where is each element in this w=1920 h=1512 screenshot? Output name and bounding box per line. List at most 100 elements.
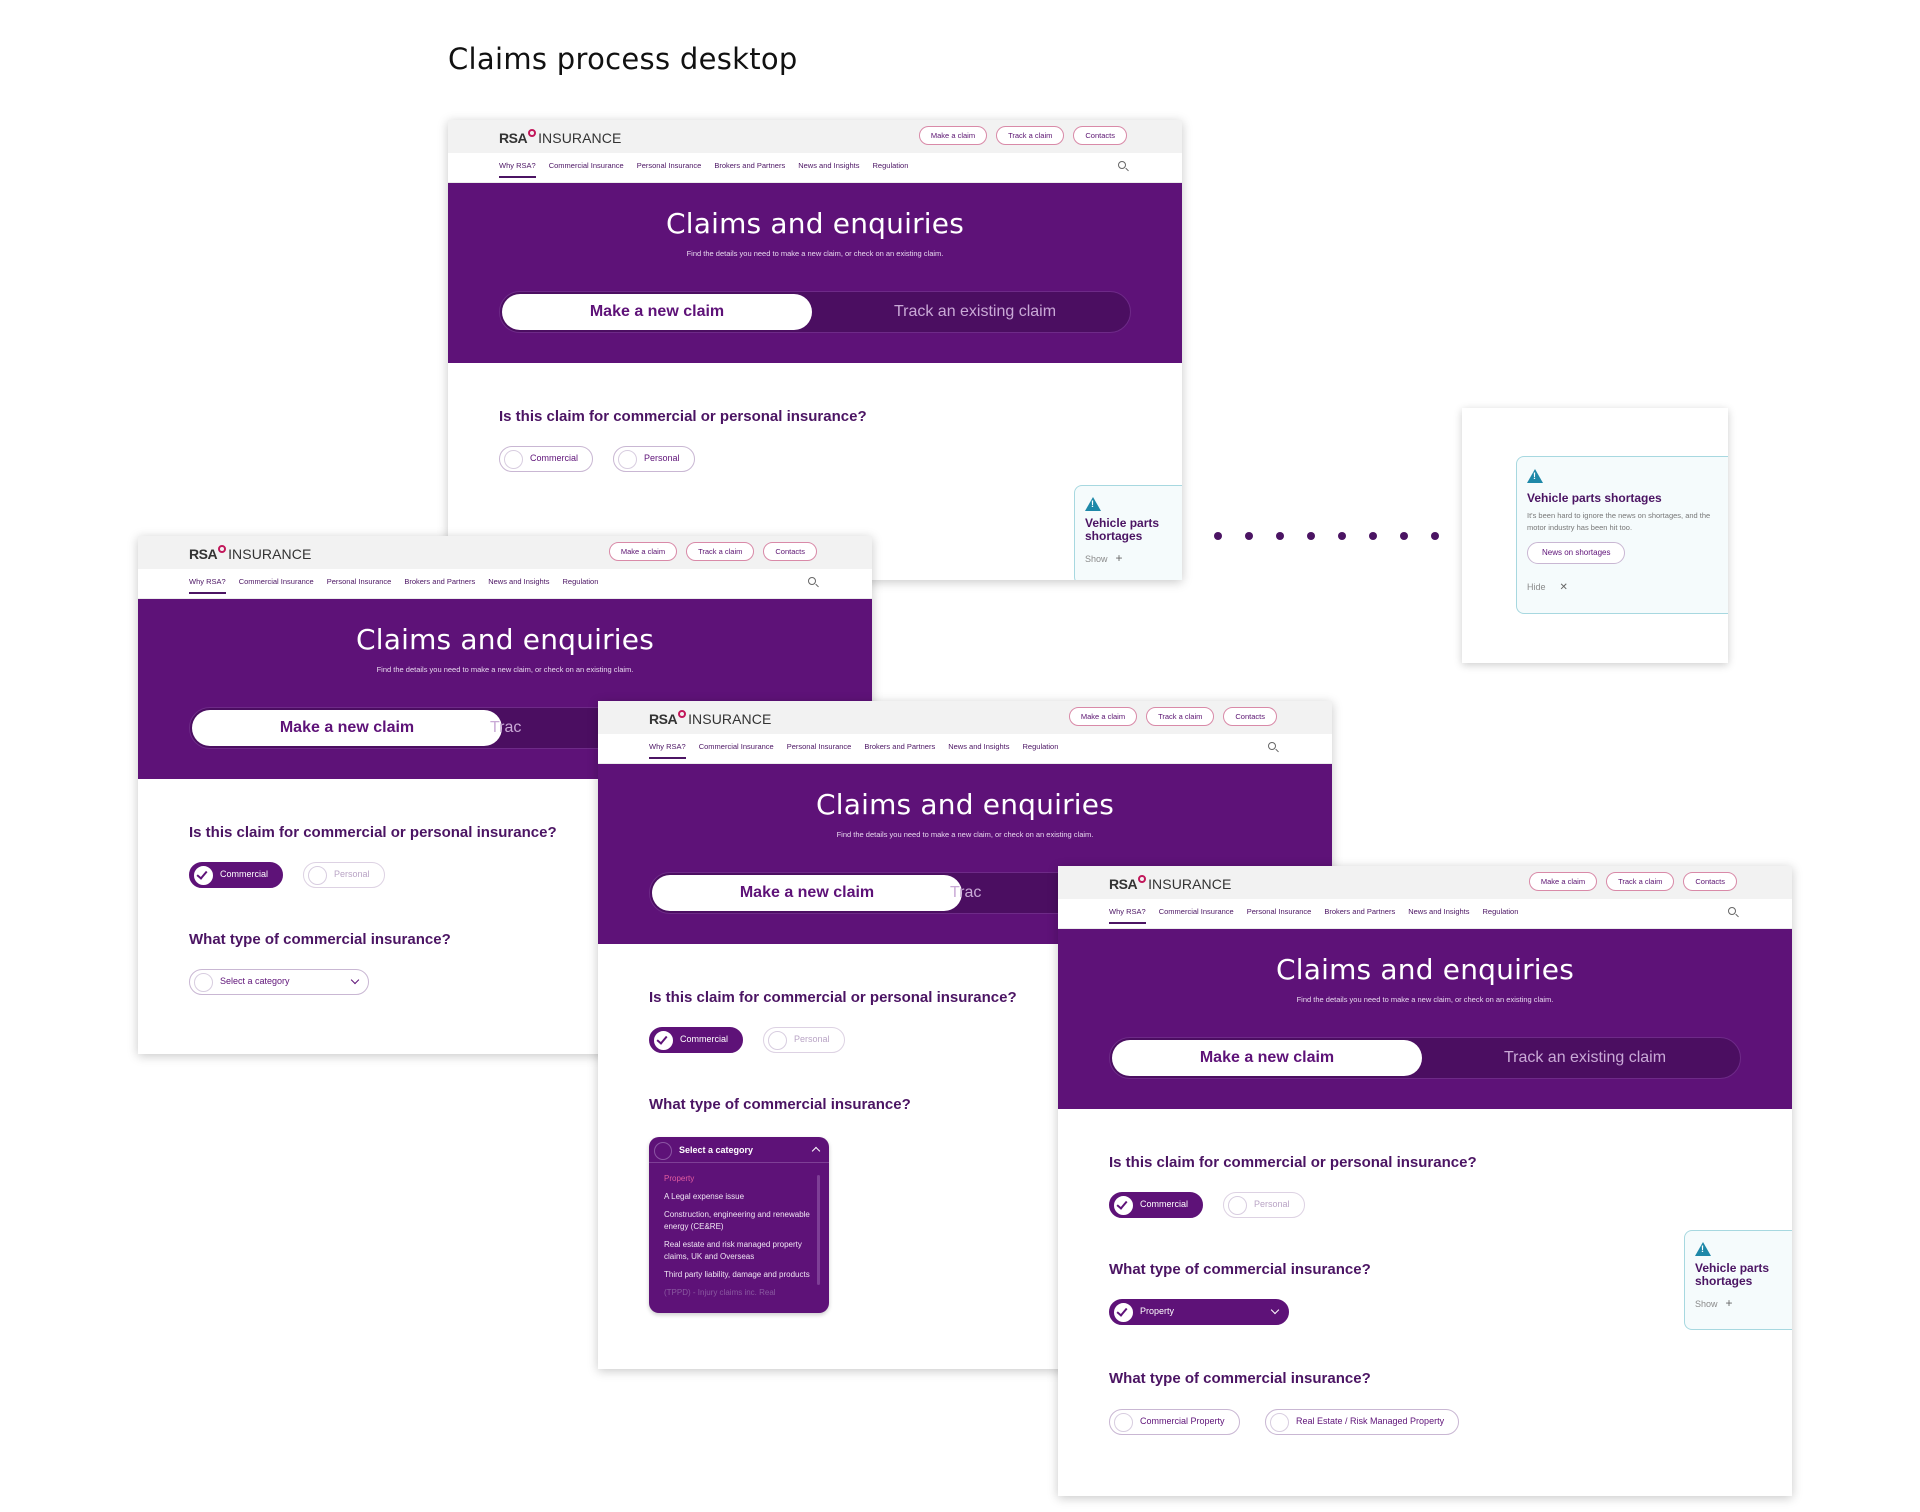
option-legal[interactable]: A Legal expense issue [664,1192,745,1201]
warning-icon [1085,497,1101,511]
nav-news[interactable]: News and Insights [488,577,550,586]
nav-regulation[interactable]: Regulation [872,161,909,170]
nav-personal[interactable]: Personal Insurance [326,577,392,586]
option-tppd[interactable]: (TPPD) - Injury claims inc. Real [664,1288,776,1297]
nav-brokers[interactable]: Brokers and Partners [1324,907,1396,916]
option-third-party[interactable]: Third party liability, damage and produc… [664,1270,810,1279]
news-on-shortages-button[interactable]: News on shortages [1527,542,1626,564]
nav-brokers[interactable]: Brokers and Partners [864,742,936,751]
alert-vehicle-parts[interactable]: Vehicle parts shortages Show+ [1074,485,1182,580]
nav-why-rsa[interactable]: Why RSA? [649,742,686,759]
nav-regulation[interactable]: Regulation [1482,907,1519,916]
main-nav: Why RSA? Commercial Insurance Personal I… [448,153,1182,183]
nav-brokers[interactable]: Brokers and Partners [714,161,786,170]
nav-commercial[interactable]: Commercial Insurance [1158,907,1234,916]
question-commercial-type: What type of commercial insurance? [649,1096,911,1113]
radio-personal[interactable]: Personal [763,1027,845,1053]
hero-subtitle: Find the details you need to make a new … [1296,995,1554,1004]
chevron-up-icon [811,1146,821,1156]
track-claim-button[interactable]: Track a claim [686,542,755,561]
tab-new-claim[interactable]: Make a new claim [502,294,812,330]
alert-show-toggle[interactable]: Show+ [1085,551,1123,565]
category-select[interactable]: Property [1109,1299,1289,1325]
make-claim-button[interactable]: Make a claim [918,126,988,145]
radio-personal[interactable]: Personal [613,446,695,472]
tab-new-claim[interactable]: Make a new claim [652,875,962,911]
category-dropdown[interactable]: Select a category Property A Legal expen… [649,1137,829,1313]
nav-commercial[interactable]: Commercial Insurance [698,742,774,751]
hero-subtitle: Find the details you need to make a new … [376,665,634,674]
nav-personal[interactable]: Personal Insurance [636,161,702,170]
category-select[interactable]: Select a category [189,969,369,995]
dot [1400,532,1408,540]
nav-regulation[interactable]: Regulation [1022,742,1059,751]
nav-personal[interactable]: Personal Insurance [1246,907,1312,916]
search-icon[interactable] [1728,907,1736,915]
nav-news[interactable]: News and Insights [1408,907,1470,916]
make-claim-button[interactable]: Make a claim [608,542,678,561]
nav-why-rsa[interactable]: Why RSA? [1109,907,1146,924]
warning-icon [1695,1242,1711,1256]
question-insurance-type: Is this claim for commercial or personal… [649,989,1017,1006]
claim-tabs: Make a new claim Track an existing claim [499,291,1131,333]
track-claim-button[interactable]: Track a claim [1606,872,1675,891]
dot [1276,532,1284,540]
search-icon[interactable] [1268,742,1276,750]
nav-why-rsa[interactable]: Why RSA? [189,577,226,594]
page-title: Claims process desktop [448,42,798,76]
tab-track-claim[interactable]: Track an existing claim [1503,1049,1667,1066]
option-construction[interactable]: Construction, engineering and renewable … [664,1210,810,1231]
alert-hide-toggle[interactable]: Hide✕ [1527,582,1568,593]
contacts-button[interactable]: Contacts [763,542,817,561]
dot [1214,532,1222,540]
tab-track-claim[interactable]: Trac [490,719,522,736]
nav-personal[interactable]: Personal Insurance [786,742,852,751]
tab-new-claim[interactable]: Make a new claim [192,710,502,746]
radio-commercial[interactable]: Commercial [499,446,594,472]
nav-commercial[interactable]: Commercial Insurance [238,577,314,586]
make-claim-button[interactable]: Make a claim [1068,707,1138,726]
contacts-button[interactable]: Contacts [1073,126,1127,145]
nav-news[interactable]: News and Insights [948,742,1010,751]
nav-regulation[interactable]: Regulation [562,577,599,586]
tab-new-claim[interactable]: Make a new claim [1112,1040,1422,1076]
search-icon[interactable] [1118,161,1126,169]
contacts-button[interactable]: Contacts [1223,707,1277,726]
dropdown-scrollbar[interactable] [817,1175,820,1285]
nav-commercial[interactable]: Commercial Insurance [548,161,624,170]
tab-track-claim[interactable]: Track an existing claim [893,303,1057,320]
question-insurance-type: Is this claim for commercial or personal… [499,408,867,425]
contacts-button[interactable]: Contacts [1683,872,1737,891]
radio-personal[interactable]: Personal [303,862,385,888]
radio-personal[interactable]: Personal [1223,1192,1305,1218]
search-icon[interactable] [808,577,816,585]
tab-track-claim[interactable]: Trac [950,884,982,901]
radio-commercial[interactable]: Commercial [189,862,284,888]
radio-commercial[interactable]: Commercial [1109,1192,1204,1218]
nav-brokers[interactable]: Brokers and Partners [404,577,476,586]
question-commercial-subtype: What type of commercial insurance? [1109,1370,1371,1387]
option-property[interactable]: Property [664,1174,695,1183]
check-icon [656,1033,668,1045]
radio-commercial[interactable]: Commercial [649,1027,744,1053]
nav-why-rsa[interactable]: Why RSA? [499,161,536,178]
track-claim-button[interactable]: Track a claim [996,126,1065,145]
connector-dots [1214,532,1439,540]
nav-news[interactable]: News and Insights [798,161,860,170]
alert-show-toggle[interactable]: Show+ [1695,1296,1733,1310]
track-claim-button[interactable]: Track a claim [1146,707,1215,726]
check-icon [1116,1305,1128,1317]
alert-vehicle-parts[interactable]: Vehicle parts shortages Show+ [1684,1230,1792,1330]
question-commercial-type: What type of commercial insurance? [189,931,451,948]
make-claim-button[interactable]: Make a claim [1528,872,1598,891]
category-select[interactable]: Select a category [649,1137,829,1163]
radio-commercial-property[interactable]: Commercial Property [1109,1409,1240,1435]
option-real-estate[interactable]: Real estate and risk managed property cl… [664,1240,802,1261]
radio-real-estate-property[interactable]: Real Estate / Risk Managed Property [1265,1409,1460,1435]
chevron-down-icon [1270,1305,1280,1315]
